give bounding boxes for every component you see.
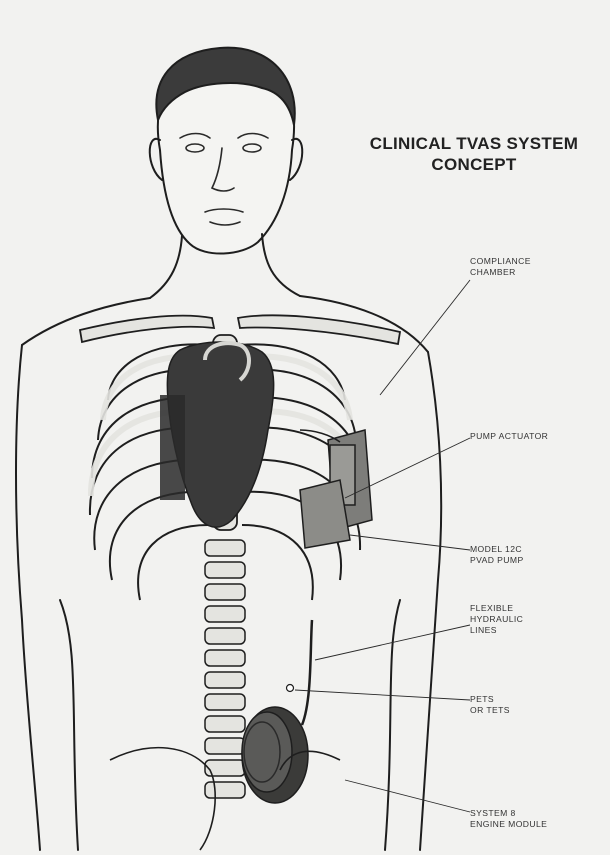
label-line: OR TETS <box>470 705 510 716</box>
label-line: COMPLIANCE <box>470 256 531 267</box>
label-line: HYDRAULIC <box>470 614 523 625</box>
title-line-1: CLINICAL TVAS SYSTEM <box>340 133 608 154</box>
vertebra <box>205 650 245 666</box>
vertebra <box>205 694 245 710</box>
leader-lines <box>295 280 470 812</box>
vertebra <box>205 584 245 600</box>
vertebra <box>205 628 245 644</box>
title-line-2: CONCEPT <box>340 154 608 175</box>
label-engine-module: SYSTEM 8 ENGINE MODULE <box>470 808 547 830</box>
vertebra <box>205 562 245 578</box>
label-line: SYSTEM 8 <box>470 808 547 819</box>
label-pvad-pump: MODEL 12C PVAD PUMP <box>470 544 524 566</box>
vertebra <box>205 716 245 732</box>
label-line: FLEXIBLE <box>470 603 523 614</box>
label-line: CHAMBER <box>470 267 531 278</box>
vertebra <box>205 672 245 688</box>
left-lung-dark <box>160 395 185 500</box>
label-line: MODEL 12C <box>470 544 524 555</box>
label-pets-tets: PETS OR TETS <box>470 694 510 716</box>
clavicles <box>80 315 400 344</box>
pets-port <box>287 685 294 692</box>
vertebra <box>205 540 245 556</box>
label-line: PVAD PUMP <box>470 555 524 566</box>
label-compliance-chamber: COMPLIANCE CHAMBER <box>470 256 531 278</box>
vertebra <box>205 606 245 622</box>
engine-module <box>242 707 308 803</box>
label-hydraulic-lines: FLEXIBLE HYDRAULIC LINES <box>470 603 523 636</box>
vertebra <box>205 782 245 798</box>
vertebra <box>205 738 245 754</box>
diagram-title: CLINICAL TVAS SYSTEM CONCEPT <box>340 133 608 175</box>
label-line: PETS <box>470 694 510 705</box>
hydraulic-lines <box>302 620 312 725</box>
label-pump-actuator: PUMP ACTUATOR <box>470 431 548 442</box>
spine <box>205 540 245 798</box>
label-line: LINES <box>470 625 523 636</box>
label-line: ENGINE MODULE <box>470 819 547 830</box>
label-line: PUMP ACTUATOR <box>470 431 548 442</box>
